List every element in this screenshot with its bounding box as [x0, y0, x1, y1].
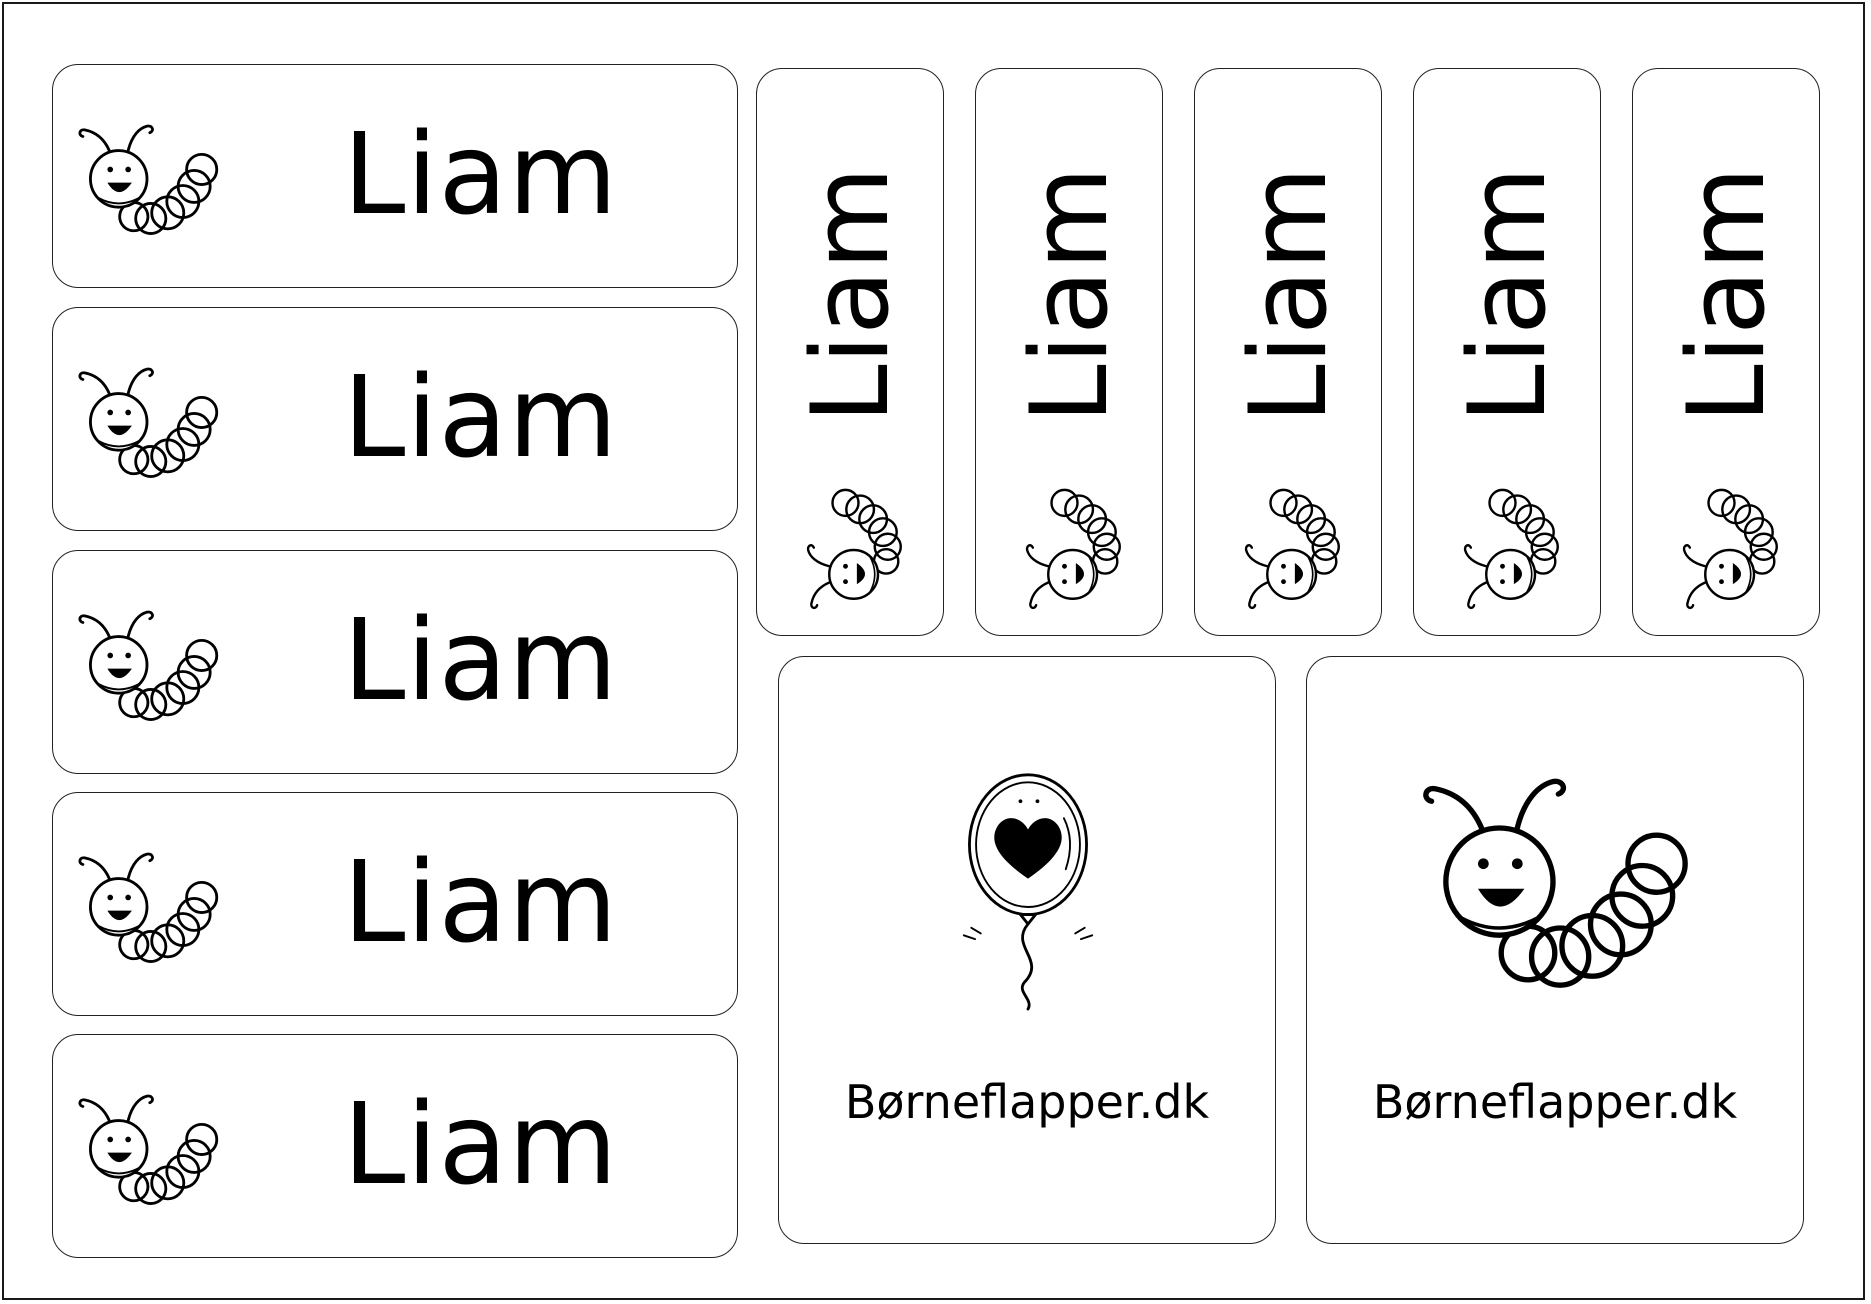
square-label-balloon: Børneflapper.dk: [778, 656, 1276, 1244]
name-label-vertical-1: Liam: [756, 68, 944, 636]
caterpillar-icon: [1403, 753, 1703, 1003]
name-label-horizontal-1: Liam: [52, 64, 738, 288]
caterpillar-icon: [71, 1081, 223, 1213]
name-text: Liam: [789, 166, 912, 424]
caterpillar-icon: [71, 111, 223, 243]
name-text: Liam: [343, 1080, 619, 1210]
name-label-vertical-5: Liam: [1632, 68, 1820, 636]
name-label-horizontal-5: Liam: [52, 1034, 738, 1258]
name-text: Liam: [1446, 166, 1569, 424]
name-label-horizontal-3: Liam: [52, 550, 738, 774]
caterpillar-icon: [71, 597, 223, 729]
name-label-vertical-3: Liam: [1194, 68, 1382, 636]
name-label-vertical-2: Liam: [975, 68, 1163, 636]
name-text: Liam: [1227, 166, 1350, 424]
name-text: Liam: [343, 838, 619, 968]
brand-text: Børneflapper.dk: [844, 1075, 1210, 1129]
name-text: Liam: [343, 596, 619, 726]
caterpillar-icon: [71, 354, 223, 486]
brand-text: Børneflapper.dk: [1372, 1075, 1738, 1129]
caterpillar-icon: [1663, 485, 1793, 615]
caterpillar-icon: [1225, 485, 1355, 615]
caterpillar-icon: [1006, 485, 1136, 615]
square-label-caterpillar: Børneflapper.dk: [1306, 656, 1804, 1244]
caterpillar-icon: [787, 485, 917, 615]
name-label-horizontal-2: Liam: [52, 307, 738, 531]
caterpillar-icon: [71, 839, 223, 971]
heart-balloon-icon: [943, 767, 1113, 1013]
caterpillar-icon: [1444, 485, 1574, 615]
name-label-horizontal-4: Liam: [52, 792, 738, 1016]
name-text: Liam: [343, 110, 619, 240]
name-text: Liam: [1665, 166, 1788, 424]
name-label-vertical-4: Liam: [1413, 68, 1601, 636]
name-text: Liam: [1008, 166, 1131, 424]
name-text: Liam: [343, 353, 619, 483]
